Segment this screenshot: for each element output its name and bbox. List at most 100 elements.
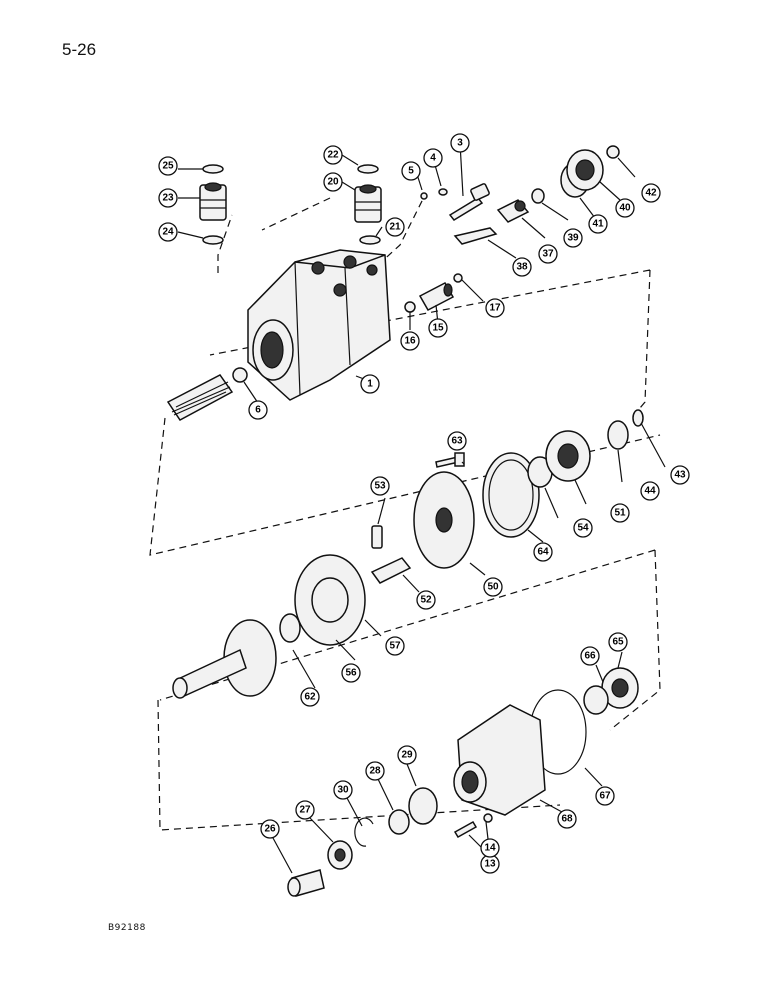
plate-50 xyxy=(413,471,475,569)
callout-label: 42 xyxy=(645,188,657,199)
figure-id: B92188 xyxy=(108,923,146,933)
callout-label: 56 xyxy=(345,668,357,679)
callout-21: 21 xyxy=(385,217,405,237)
callout-23: 23 xyxy=(158,188,178,208)
callout-62: 62 xyxy=(300,687,320,707)
callout-label: 54 xyxy=(577,523,589,534)
callout-40: 40 xyxy=(615,198,635,218)
callout-57: 57 xyxy=(385,636,405,656)
leader-lines xyxy=(177,142,666,874)
callout-1: 1 xyxy=(360,374,380,394)
callout-label: 22 xyxy=(327,150,339,161)
callout-label: 62 xyxy=(304,692,316,703)
seal-ring-64 xyxy=(482,452,540,538)
callout-16: 16 xyxy=(400,331,420,351)
callout-20: 20 xyxy=(323,172,343,192)
callout-label: 30 xyxy=(337,785,349,796)
callout-25: 25 xyxy=(158,156,178,176)
fitting-23 xyxy=(199,182,227,221)
callout-label: 29 xyxy=(401,750,413,761)
callout-label: 57 xyxy=(389,641,401,652)
callout-label: 53 xyxy=(374,481,386,492)
callout-64: 64 xyxy=(533,542,553,562)
o-ring xyxy=(438,188,448,196)
callout-label: 5 xyxy=(408,166,414,177)
assembly-guide-top xyxy=(217,194,426,273)
callout-44: 44 xyxy=(640,481,660,501)
o-ring xyxy=(531,188,545,204)
callout-65: 65 xyxy=(608,632,628,652)
callout-label: 41 xyxy=(592,219,604,230)
fitting-20 xyxy=(354,184,382,223)
plug-40 xyxy=(566,149,604,191)
bearing-27 xyxy=(327,840,353,870)
ball xyxy=(420,192,428,200)
callout-6: 6 xyxy=(248,400,268,420)
callout-label: 27 xyxy=(299,805,311,816)
callout-38: 38 xyxy=(512,257,532,277)
callout-4: 4 xyxy=(423,148,443,168)
pin-52 xyxy=(370,557,412,584)
callout-label: 37 xyxy=(542,249,554,260)
spacer-28 xyxy=(388,809,410,835)
callout-label: 23 xyxy=(162,193,174,204)
o-ring xyxy=(404,301,416,313)
callout-37: 37 xyxy=(538,244,558,264)
callout-30: 30 xyxy=(333,780,353,800)
o-ring xyxy=(359,235,381,245)
callout-53: 53 xyxy=(370,476,390,496)
callout-27: 27 xyxy=(295,800,315,820)
callout-label: 38 xyxy=(516,262,528,273)
callout-28: 28 xyxy=(365,761,385,781)
callout-5: 5 xyxy=(401,161,421,181)
callout-label: 4 xyxy=(430,153,436,164)
callout-label: 3 xyxy=(457,138,463,149)
callout-26: 26 xyxy=(260,819,280,839)
callout-3: 3 xyxy=(450,133,470,153)
callout-label: 39 xyxy=(567,233,579,244)
callout-66: 66 xyxy=(580,646,600,666)
callout-15: 15 xyxy=(428,318,448,338)
callout-label: 17 xyxy=(489,303,501,314)
callout-52: 52 xyxy=(416,590,436,610)
callout-17: 17 xyxy=(485,298,505,318)
callout-label: 64 xyxy=(537,547,549,558)
callout-label: 1 xyxy=(367,379,373,390)
fitting-15 xyxy=(418,282,455,311)
callout-label: 43 xyxy=(674,470,686,481)
page-number: 5-26 xyxy=(62,40,97,59)
callout-label: 52 xyxy=(420,595,432,606)
o-ring xyxy=(232,367,248,383)
rotor-51 xyxy=(545,430,591,482)
callout-51: 51 xyxy=(610,503,630,523)
callout-24: 24 xyxy=(158,222,178,242)
callout-67: 67 xyxy=(595,786,615,806)
callout-label: 28 xyxy=(369,766,381,777)
washer-14 xyxy=(483,813,493,823)
cap-42 xyxy=(606,145,620,159)
drive-shaft-62 xyxy=(172,619,277,699)
callout-label: 51 xyxy=(614,508,626,519)
pin-53 xyxy=(371,525,383,549)
lever-38 xyxy=(453,227,498,245)
o-ring xyxy=(357,164,379,174)
callout-label: 13 xyxy=(484,859,496,870)
gerotor-57 xyxy=(294,554,366,646)
callout-label: 40 xyxy=(619,203,631,214)
callout-54: 54 xyxy=(573,518,593,538)
callout-63: 63 xyxy=(447,431,467,451)
callout-label: 15 xyxy=(432,323,444,334)
callout-13: 13 xyxy=(480,854,500,874)
callout-56: 56 xyxy=(341,663,361,683)
snap-ring-30 xyxy=(354,817,374,847)
callout-68: 68 xyxy=(557,809,577,829)
end-cap-68 xyxy=(453,704,546,816)
o-ring xyxy=(202,235,224,245)
callout-label: 21 xyxy=(389,222,401,233)
spacer-56 xyxy=(279,613,301,643)
callout-50: 50 xyxy=(483,577,503,597)
washer-29 xyxy=(408,787,438,825)
o-ring xyxy=(453,273,463,283)
callout-29: 29 xyxy=(397,745,417,765)
